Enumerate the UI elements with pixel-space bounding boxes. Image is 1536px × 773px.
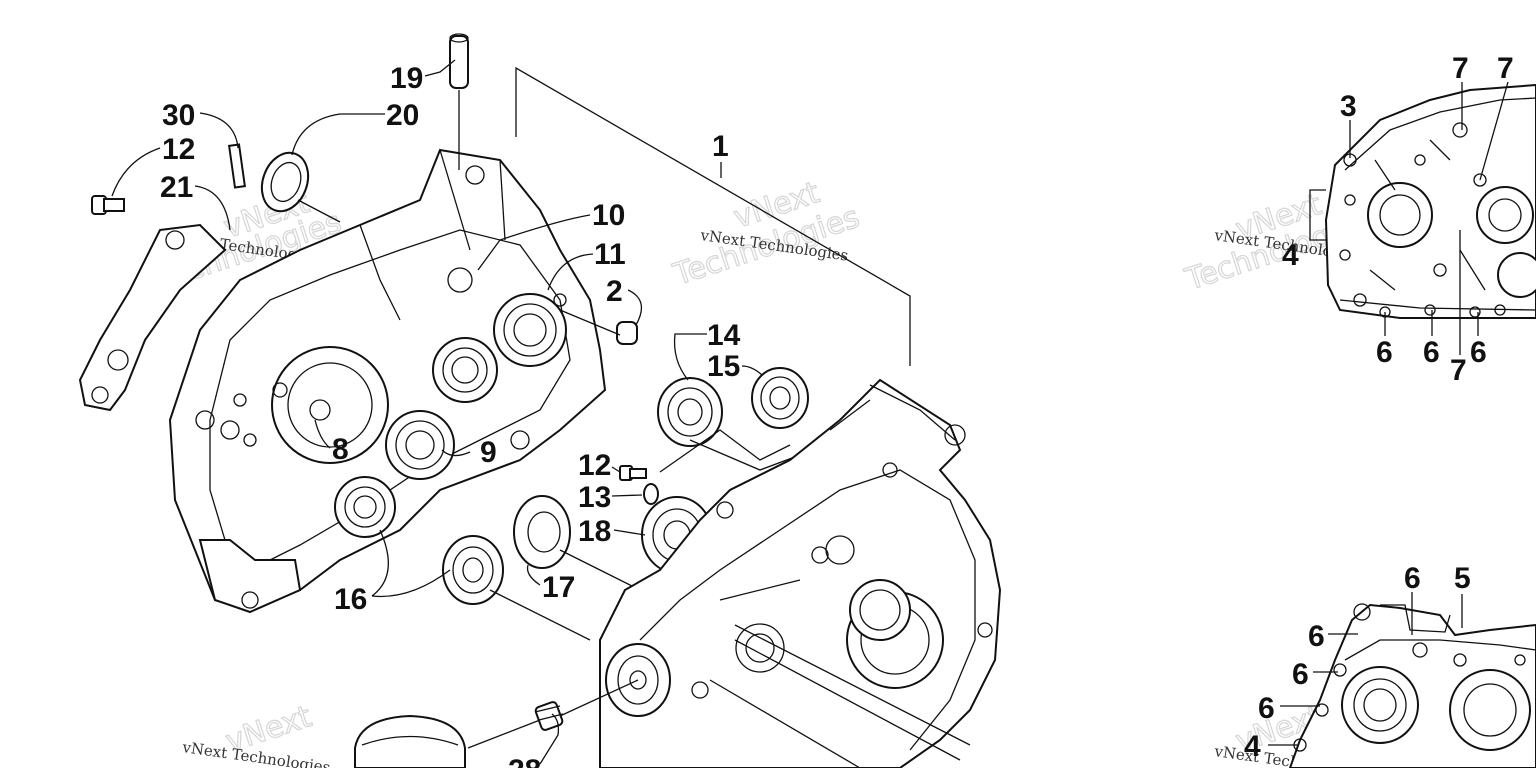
stud-30 <box>227 143 247 189</box>
callout-6-g: 6 <box>1258 692 1275 725</box>
callout-6-a: 6 <box>1376 336 1393 369</box>
left-crankcase-half <box>168 148 607 614</box>
bearing-14 <box>657 377 723 447</box>
watermark-center: vNext Technologies vNext Technologies <box>668 175 864 294</box>
callout-17: 17 <box>542 571 575 604</box>
callout-4-top: 4 <box>1282 239 1299 272</box>
right-crankcase-half <box>599 378 1002 769</box>
callout-20: 20 <box>386 99 419 132</box>
bearing-15 <box>751 367 809 429</box>
callout-1: 1 <box>712 130 729 163</box>
callout-15: 15 <box>707 350 740 383</box>
callout-6-f: 6 <box>1292 658 1309 691</box>
callout-10: 10 <box>592 199 625 232</box>
bracket-arm <box>78 223 227 412</box>
right-leader-lines <box>1268 81 1509 746</box>
callout-21: 21 <box>160 171 193 204</box>
callout-16: 16 <box>334 583 367 616</box>
bearing-9 <box>385 410 455 480</box>
callout-28: 28 <box>508 754 541 768</box>
bearing-16a <box>334 476 396 538</box>
callout-13: 13 <box>578 481 611 514</box>
callout-7-c: 7 <box>1450 354 1467 387</box>
callout-6-b: 6 <box>1423 336 1440 369</box>
bearing-16b <box>442 535 504 605</box>
callout-14: 14 <box>707 319 741 352</box>
bolt-12-left <box>91 195 125 215</box>
callout-3: 3 <box>1340 90 1357 123</box>
callout-7-a: 7 <box>1452 52 1469 85</box>
callout-19: 19 <box>390 62 423 95</box>
callout-2: 2 <box>606 275 623 308</box>
callout-4-bottom: 4 <box>1244 730 1261 763</box>
callout-9: 9 <box>480 436 497 469</box>
crank-bore <box>271 346 389 464</box>
right-view-bottom <box>1288 603 1536 769</box>
bearing-10 <box>432 337 498 403</box>
callout-11: 11 <box>594 238 626 271</box>
callout-7-b: 7 <box>1497 52 1514 85</box>
callout-5: 5 <box>1454 562 1471 595</box>
washer-13 <box>643 483 659 505</box>
dowel-2 <box>616 321 638 345</box>
crankcase-assembly-bracket <box>515 66 911 366</box>
callout-12-left: 12 <box>162 133 195 166</box>
callout-8: 8 <box>332 433 349 466</box>
bolt-12-center <box>619 465 647 481</box>
callout-labels: 1 19 20 30 12 21 10 11 2 14 15 8 9 12 13… <box>160 62 741 773</box>
dowel-pin-19 <box>449 33 469 170</box>
callout-30: 30 <box>162 99 195 132</box>
oil-filter <box>354 714 541 769</box>
callout-6-c: 6 <box>1470 336 1487 369</box>
callout-6-d: 6 <box>1404 562 1421 595</box>
callout-18: 18 <box>578 515 611 548</box>
callout-12-center: 12 <box>578 449 611 482</box>
callout-6-e: 6 <box>1308 620 1325 653</box>
seal-17 <box>513 495 571 569</box>
leader-lines <box>111 59 763 765</box>
oil-seal-20 <box>260 151 310 213</box>
oil-fitting-28 <box>534 679 639 731</box>
right-view-top <box>1309 83 1536 319</box>
right-callout-labels: 3 7 7 4 6 6 7 6 6 5 6 6 6 4 <box>1244 52 1514 763</box>
bearing-11 <box>493 293 567 367</box>
